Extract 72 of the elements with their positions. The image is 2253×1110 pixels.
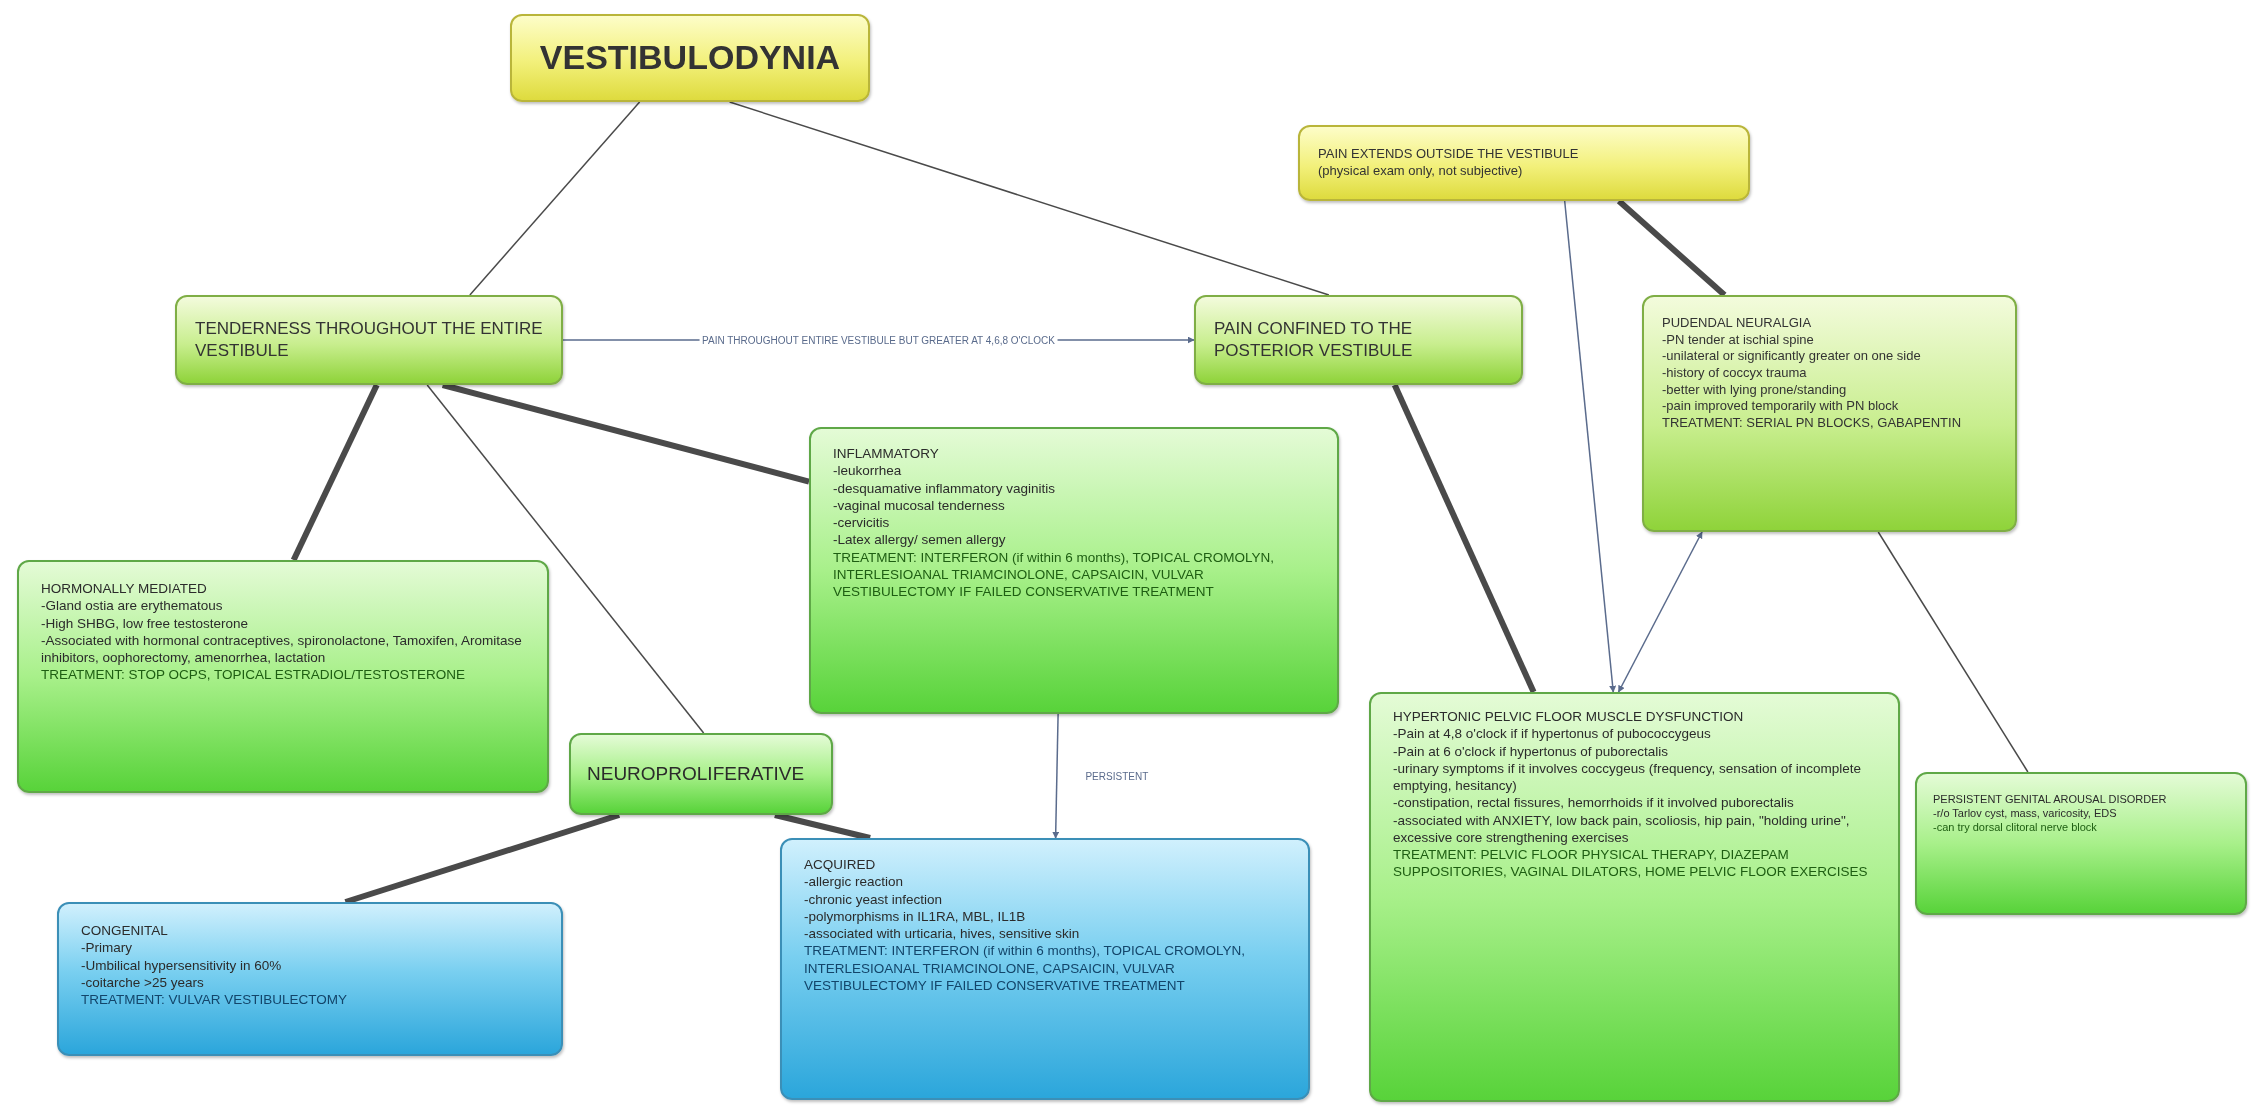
node-heading: INFLAMMATORY [833,445,940,463]
node-text: -history of coccyx trauma [1662,364,1808,382]
concept-box [1194,295,1523,385]
node-heading: HORMONALLY MEDIATED [41,580,208,598]
connector-line [728,101,1330,296]
node-text: TREATMENT: VULVAR VESTIBULECTOMY [81,991,349,1009]
node-text: -r/o Tarlov cyst, mass, varicosity, EDS [1933,806,2118,821]
node-text: -associated with urticaria, hives, sensitive skin [804,925,1081,943]
arrow [1052,713,1060,839]
node-text: -can try dorsal clitoral nerve block [1933,820,2098,835]
node-text: -PN tender at ischial spine [1662,331,1815,349]
node-text: -cervicitis [833,514,891,532]
node-text: TREATMENT: SERIAL PN BLOCKS, GABAPENTIN [1662,414,1963,432]
concept-box [510,14,870,102]
concept-box [1642,295,2017,532]
node-text: -Umbilical hypersensitivity in 60% [81,956,283,974]
node-heading: PAIN EXTENDS OUTSIDE THE VESTIBULE [1318,146,1580,163]
node-text: -allergic reaction [804,873,905,891]
concept-box [1298,125,1750,201]
node-text: -Pain at 6 o'clock if hypertonus of puborectalis [1393,742,1669,760]
node-heading: TENDERNESS THROUGHOUT THE ENTIRE VESTIBULE [195,318,543,362]
node-heading: PUDENDAL NEURALGIA [1662,315,1813,332]
node-heading: ACQUIRED [804,856,877,874]
node-heading: PAIN CONFINED TO THE POSTERIOR VESTIBULE [1214,318,1414,362]
connector-line [441,382,810,485]
node-text: TREATMENT: INTERFERON (if within 6 months), TOPICAL CROMOLYN, INTERLESIOANAL TRIAMCINOLONE, CAPSAICIN, VULVAR VESTIBULECTOMY IF FAILED CONSERVATIVE TREATMENT [833,548,1276,601]
concept-box [17,560,549,793]
concept-box [809,427,1339,714]
node-text: TREATMENT: INTERFERON (if within 6 months), TOPICAL CROMOLYN, INTERLESIOANAL TRIAMCINOLONE, CAPSAICIN, VULVAR VESTIBULECTOMY IF FAILED CONSERVATIVE TREATMENT [804,942,1247,995]
node-text: -urinary symptoms if it involves coccygeus (frequency, sensation of incomplete emptying, hesitancy) [1393,759,1862,795]
connector-line [1877,531,2029,773]
node-text: -vaginal mucosal tenderness [833,496,1006,515]
node-heading: HYPERTONIC PELVIC FLOOR MUSCLE DYSFUNCTION [1393,708,1745,726]
concept-box [569,733,833,815]
arrow [1617,531,1703,693]
concept-box [780,838,1310,1100]
node-text: -desquamative inflammatory vaginitis [833,479,1057,497]
node-text: -Associated with hormonal contraceptives, spironolactone, Tamoxifen, Aromitase inhibitors, oophorectomy, amenorrhea, lactation [41,631,523,667]
node-heading: CONGENITAL [81,922,169,940]
node-text: -coitarche >25 years [81,973,205,992]
node-text: TREATMENT: PELVIC FLOOR PHYSICAL THERAPY, DIAZEPAM SUPPOSITORIES, VAGINAL DILATORS, HOME PELVIC FLOOR EXERCISES [1393,846,1869,881]
node-text: -chronic yeast infection [804,890,944,908]
node-heading: PERSISTENT GENITAL AROUSAL DISORDER [1933,792,2168,807]
node-text: -High SHBG, low free testosterone [41,614,250,632]
node-text: -associated with ANXIETY, low back pain, scoliosis, hip pain, "holding urine", excessive core strengthening exercises [1393,811,1851,847]
connector-line [1391,383,1537,694]
node-text: -pain improved temporarily with PN block [1662,398,1900,415]
node-text: -leukorrhea [833,462,903,480]
connector-line [290,383,380,562]
concept-box [175,295,563,385]
connector-line [469,101,641,296]
edge-label: PAIN THROUGHOUT ENTIRE VESTIBULE BUT GREATER AT 4,6,8 O'CLOCK [699,334,1058,346]
connector-line [426,384,705,734]
connector-line [344,812,621,905]
node-text: -Pain at 4,8 o'clock if if hypertonus of pubococcygeus [1393,725,1712,743]
node-text: -polymorphisms in IL1RA, MBL, IL1B [804,907,1027,926]
concept-box [1369,692,1900,1102]
arrow [1563,200,1617,693]
node-text: -constipation, rectal fissures, hemorrhoids if it involved puborectalis [1393,794,1795,812]
concept-box [57,902,563,1056]
node-text: -Gland ostia are erythematous [41,597,224,615]
node-text: -better with lying prone/standing [1662,381,1848,399]
node-heading: NEUROPROLIFERATIVE [587,761,806,786]
node-text: -Latex allergy/ semen allergy [833,531,1007,549]
node-text: -unilateral or significantly greater on one side [1662,348,1922,365]
node-text: TREATMENT: STOP OCPS, TOPICAL ESTRADIOL/TESTOSTERONE [41,666,467,684]
node-text: -Primary [81,939,133,957]
node-heading: VESTIBULODYNIA [539,37,841,79]
concept-box [1915,772,2247,915]
connector-line [774,812,871,841]
node-text: (physical exam only, not subjective) [1318,163,1524,180]
connector-line [1616,198,1727,298]
